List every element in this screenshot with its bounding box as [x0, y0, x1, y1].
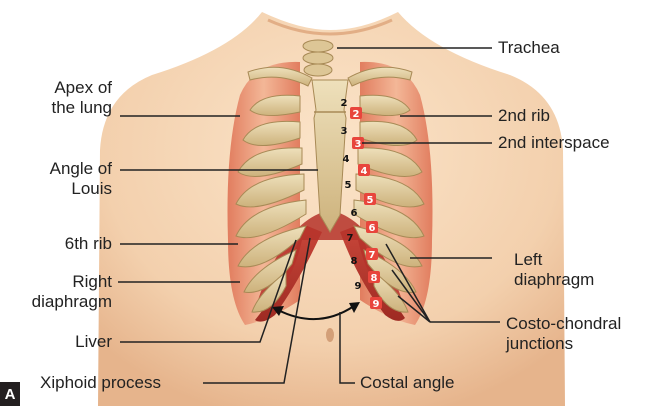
label-line: Louis	[20, 179, 112, 199]
interspace-marker: 6	[366, 221, 378, 234]
rib-number: 3	[341, 126, 348, 137]
label-2nd-rib: 2nd rib	[498, 106, 550, 126]
interspace-marker: 9	[370, 297, 382, 310]
interspace-number: 2	[353, 109, 360, 120]
navel	[326, 328, 334, 342]
rib-number: 7	[347, 233, 354, 244]
interspace-marker: 2	[350, 107, 362, 120]
rib-number: 2	[341, 98, 348, 109]
label-angle-of-louis: Angle of Louis	[20, 159, 112, 199]
interspace-number: 7	[369, 250, 376, 261]
interspace-marker: 8	[368, 271, 380, 284]
interspace-marker: 7	[366, 248, 378, 261]
label-costal-angle: Costal angle	[360, 373, 455, 393]
figure-letter-badge: A	[0, 382, 20, 406]
label-liver: Liver	[20, 332, 112, 352]
label-line: Angle of	[20, 159, 112, 179]
interspace-number: 3	[355, 139, 362, 150]
label-line: Right	[2, 272, 112, 292]
rib-number: 6	[351, 208, 358, 219]
rib-number: 9	[355, 281, 362, 292]
label-right-diaphragm: Right diaphragm	[2, 272, 112, 312]
interspace-number: 9	[373, 299, 380, 310]
label-line: diaphragm	[2, 292, 112, 312]
rib-number: 4	[343, 154, 350, 165]
label-2nd-interspace: 2nd interspace	[498, 133, 610, 153]
label-line: Apex of	[20, 78, 112, 98]
label-line: junctions	[506, 334, 621, 354]
label-left-diaphragm: Left diaphragm	[514, 250, 594, 290]
label-line: Left	[514, 250, 594, 270]
interspace-number: 4	[361, 166, 368, 177]
label-6th-rib: 6th rib	[20, 234, 112, 254]
label-costo-chondral-junctions: Costo-chondral junctions	[506, 314, 621, 354]
label-line: diaphragm	[514, 270, 594, 290]
label-line: the lung	[20, 98, 112, 118]
interspace-number: 5	[367, 195, 374, 206]
interspace-number: 6	[369, 223, 376, 234]
interspace-number: 8	[371, 273, 378, 284]
rib-number: 5	[345, 180, 352, 191]
rib-number: 8	[351, 256, 358, 267]
label-trachea: Trachea	[498, 38, 560, 58]
label-apex-of-lung: Apex of the lung	[20, 78, 112, 118]
interspace-marker: 4	[358, 164, 370, 177]
label-xiphoid-process: Xiphoid process	[40, 373, 161, 393]
label-line: Costo-chondral	[506, 314, 621, 334]
trachea	[303, 40, 333, 76]
interspace-marker: 5	[364, 193, 376, 206]
